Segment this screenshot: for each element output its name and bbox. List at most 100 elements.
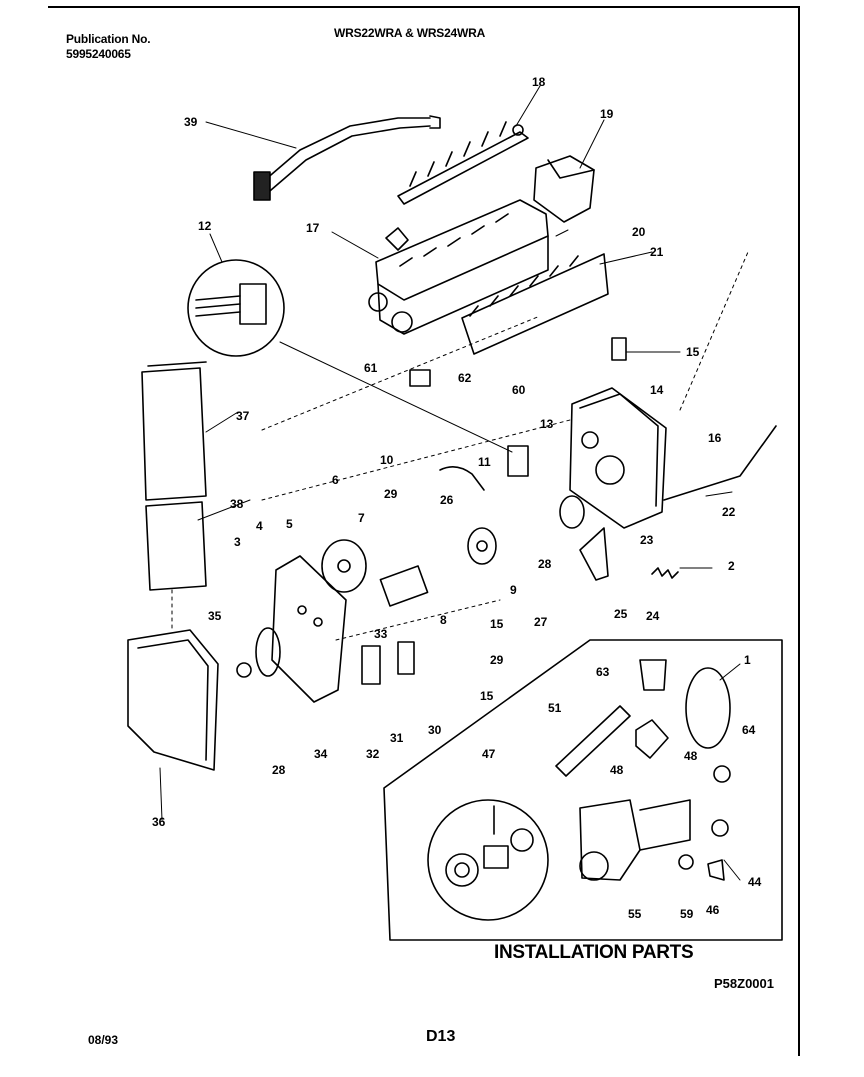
footer-page-code: D13 [426, 1028, 456, 1045]
callout-62: 62 [458, 371, 472, 385]
callout-64: 64 [742, 723, 756, 737]
shield-part [461, 253, 609, 355]
ice-mold-part [368, 199, 549, 335]
timing-cam-part [467, 527, 497, 565]
callout-25: 25 [614, 607, 628, 621]
retainer-part [707, 859, 725, 881]
callout-29-a: 29 [384, 487, 398, 501]
callout-1: 1 [744, 653, 751, 667]
callout-28-b: 28 [272, 763, 286, 777]
callout-leaders [159, 85, 741, 881]
callout-34: 34 [314, 747, 328, 761]
tube-clamp-part [713, 765, 731, 783]
callout-55: 55 [628, 907, 642, 921]
callout-23: 23 [640, 533, 654, 547]
grommet-part [685, 667, 731, 749]
ejector-part [397, 121, 529, 205]
instruction-sheets-part [141, 361, 207, 591]
callout-7: 7 [358, 511, 365, 525]
callout-12: 12 [198, 219, 212, 233]
callout-33: 33 [374, 627, 388, 641]
callout-15-b: 15 [490, 617, 504, 631]
callout-5: 5 [286, 517, 293, 531]
callout-44: 44 [748, 875, 762, 889]
callout-labels: 39 18 19 12 17 20 21 15 61 62 14 60 37 1… [152, 75, 762, 921]
clamp-part [639, 659, 667, 691]
callout-63: 63 [596, 665, 610, 679]
callout-19: 19 [600, 107, 614, 121]
spring-part [651, 567, 679, 579]
callout-61: 61 [364, 361, 378, 375]
switch-bracket-part [361, 645, 381, 685]
valve-detail-parts [445, 805, 534, 887]
callout-60: 60 [512, 383, 526, 397]
callout-14: 14 [650, 383, 664, 397]
shutoff-arm-part [663, 425, 777, 501]
harness-detail-part [187, 259, 285, 357]
water-valve-part [579, 799, 691, 881]
callout-9: 9 [510, 583, 517, 597]
callout-31: 31 [390, 731, 404, 745]
callout-26: 26 [440, 493, 454, 507]
callout-18: 18 [532, 75, 546, 89]
compression-nut-part [635, 719, 669, 759]
callout-27: 27 [534, 615, 548, 629]
publication-label: Publication No. [66, 32, 151, 46]
drive-gear-part [236, 627, 281, 678]
callout-3: 3 [234, 535, 241, 549]
shutoff-lever-part [579, 527, 609, 581]
callout-20: 20 [632, 225, 646, 239]
callout-38: 38 [230, 497, 244, 511]
callout-17: 17 [306, 221, 320, 235]
switch-part [379, 565, 429, 607]
installation-parts-box [383, 639, 783, 941]
bracket-part [409, 369, 431, 387]
motor-part [321, 539, 367, 593]
callout-15-a: 15 [686, 345, 700, 359]
tubing-part [555, 705, 631, 777]
mounting-plate-part [271, 555, 347, 703]
fill-tube-part [253, 115, 441, 201]
callout-2: 2 [728, 559, 735, 573]
callout-46: 46 [706, 903, 720, 917]
callout-24: 24 [646, 609, 660, 623]
callout-21: 21 [650, 245, 664, 259]
frame-right-border [798, 6, 800, 1056]
callout-48-a: 48 [610, 763, 624, 777]
callout-39: 39 [184, 115, 198, 129]
callout-29-b: 29 [490, 653, 504, 667]
spring-clip-part [439, 466, 485, 491]
callout-13: 13 [540, 417, 554, 431]
callout-6: 6 [332, 473, 339, 487]
figure-code: P58Z0001 [714, 976, 774, 991]
front-cover-part [127, 629, 219, 771]
callout-28-a: 28 [538, 557, 552, 571]
callout-16: 16 [708, 431, 722, 445]
clip-part [711, 819, 729, 837]
callout-11: 11 [478, 455, 491, 469]
insert-part [678, 854, 694, 870]
callout-8: 8 [440, 613, 447, 627]
leader-lines [171, 251, 749, 641]
housing-part [569, 387, 667, 529]
callout-32: 32 [366, 747, 380, 761]
holding-switch-part [397, 641, 415, 675]
footer-date: 08/93 [88, 1033, 119, 1047]
model-numbers: WRS22WRA & WRS24WRA [334, 26, 486, 40]
callout-37: 37 [236, 409, 250, 423]
mold-cover-part [533, 155, 595, 223]
callout-4: 4 [256, 519, 263, 533]
callout-36: 36 [152, 815, 166, 829]
callout-48-b: 48 [684, 749, 698, 763]
installation-parts-title: INSTALLATION PARTS [494, 942, 694, 963]
callout-30: 30 [428, 723, 442, 737]
callout-10: 10 [380, 453, 394, 467]
callout-35: 35 [208, 609, 222, 623]
bearing-part [611, 337, 627, 361]
publication-number: 5995240065 [66, 47, 131, 61]
callout-15-c: 15 [480, 689, 494, 703]
callout-47: 47 [482, 747, 496, 761]
callout-51: 51 [548, 701, 562, 715]
